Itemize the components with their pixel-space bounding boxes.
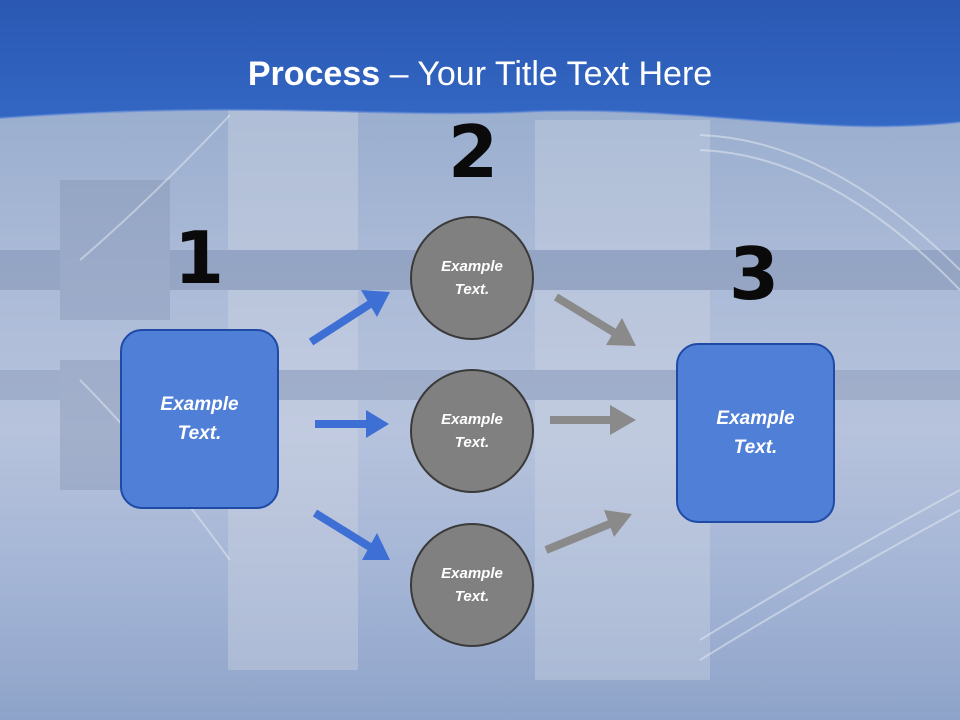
left-box-line2: Text. xyxy=(177,423,222,444)
circle-top-line2: Text. xyxy=(454,281,490,298)
circle-middle-line2: Text. xyxy=(454,434,490,451)
arrow-gray-right xyxy=(550,405,636,435)
title-rest: – Your Title Text Here xyxy=(380,55,713,93)
circle-top-line1: Example xyxy=(441,258,503,275)
left-process-box: Example Text. xyxy=(120,329,279,509)
arrow-blue-right xyxy=(315,410,389,438)
step-number-3: 3 xyxy=(728,232,780,316)
circle-middle: Example Text. xyxy=(410,369,534,493)
right-process-box: Example Text. xyxy=(676,343,835,523)
right-box-line1: Example xyxy=(716,408,795,429)
slide-title: Process – Your Title Text Here xyxy=(0,52,960,96)
right-box-line2: Text. xyxy=(733,437,778,458)
circle-bottom-line2: Text. xyxy=(454,588,490,605)
arrow-blue-up xyxy=(308,290,390,346)
circle-middle-line1: Example xyxy=(441,411,503,428)
circle-bottom-line1: Example xyxy=(441,565,503,582)
arrow-gray-up xyxy=(544,510,632,554)
header-band xyxy=(0,0,960,127)
arrow-gray-down xyxy=(553,293,636,346)
step-number-2: 2 xyxy=(447,110,499,194)
step-number-1: 1 xyxy=(173,216,225,300)
arrow-blue-down xyxy=(312,509,390,560)
title-bold: Process xyxy=(247,55,381,93)
circle-top: Example Text. xyxy=(410,216,534,340)
circle-bottom: Example Text. xyxy=(410,523,534,647)
left-box-line1: Example xyxy=(160,394,239,415)
